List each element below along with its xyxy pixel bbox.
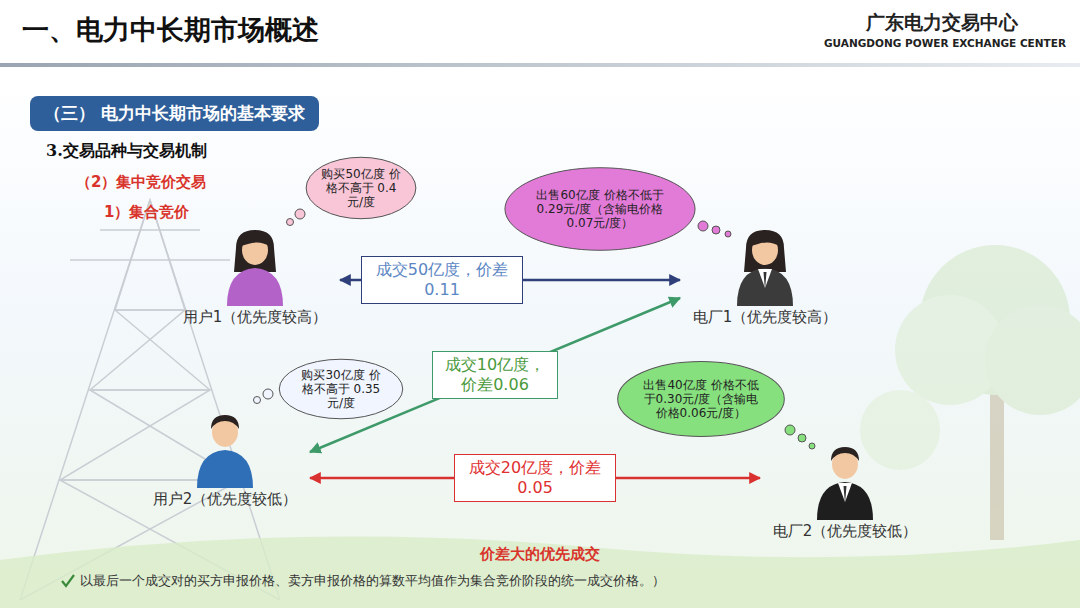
party-caption: 用户2（优先度较低） bbox=[140, 490, 310, 509]
thought-bubble: 购买50亿度 价格不高于 0.4元/度 bbox=[305, 156, 417, 220]
bubble-text: 购买30亿度 价格不高于 0.35元/度 bbox=[296, 368, 387, 410]
subsection-heading: （2）集中竞价交易 bbox=[76, 173, 206, 192]
party-figure: 用户2（优先度较低） bbox=[140, 410, 310, 509]
grass bbox=[0, 536, 1080, 608]
body bbox=[737, 268, 793, 306]
fringe bbox=[751, 234, 779, 246]
body bbox=[817, 482, 873, 520]
tie bbox=[764, 272, 767, 290]
page-title: 一、电力中长期市场概述 bbox=[22, 12, 319, 48]
org-name-en: GUANGDONG POWER EXCHANGE CENTER bbox=[824, 37, 1066, 49]
item-heading: 1）集合竞价 bbox=[104, 203, 189, 222]
trade-label: 成交50亿度，价差0.11 bbox=[361, 256, 523, 304]
party-figure: 电厂2（优先度较低） bbox=[760, 442, 930, 541]
footnote: 以最后一个成交对的买方申报价格、卖方申报价格的算数平均值作为集合竞价阶段的统一成… bbox=[80, 572, 665, 590]
party-figure: 用户1（优先度较高） bbox=[170, 228, 340, 327]
party-caption: 电厂1（优先度较高） bbox=[680, 308, 850, 327]
bubble-text: 出售60亿度 价格不低于0.29元/度（含输电价格0.07元/度） bbox=[530, 188, 670, 230]
bubble-fill bbox=[618, 362, 785, 437]
org-name: 广东电力交易中心 bbox=[866, 10, 1018, 36]
person-icon bbox=[734, 228, 796, 306]
bubble-fill bbox=[306, 157, 416, 218]
trees bbox=[860, 245, 1080, 540]
hair bbox=[211, 415, 239, 429]
trade-label: 成交10亿度，价差0.06 bbox=[432, 351, 558, 399]
section-badge: （三） 电力中长期市场的基本要求 bbox=[30, 96, 319, 131]
bubble-text: 出售40亿度 价格不低于0.30元/度（含输电价格0.06元/度） bbox=[640, 378, 762, 420]
bubble-fill bbox=[505, 168, 695, 251]
person-icon bbox=[194, 410, 256, 488]
head bbox=[752, 235, 778, 265]
sky-ground bbox=[0, 70, 1080, 608]
bubble-text: 购买50亿度 价格不高于 0.4元/度 bbox=[321, 167, 402, 209]
party-caption: 用户1（优先度较高） bbox=[170, 308, 340, 327]
body bbox=[227, 268, 283, 306]
hair bbox=[831, 447, 859, 461]
bubble-fill bbox=[279, 359, 402, 419]
check-mark bbox=[62, 575, 74, 586]
section-heading: 3.交易品种与交易机制 bbox=[46, 141, 207, 162]
hair bbox=[744, 230, 786, 272]
person-icon bbox=[814, 442, 876, 520]
party-figure: 电厂1（优先度较高） bbox=[680, 228, 850, 327]
party-caption: 电厂2（优先度较低） bbox=[760, 522, 930, 541]
head bbox=[242, 235, 268, 265]
tie bbox=[844, 486, 847, 504]
body bbox=[197, 450, 253, 488]
fringe bbox=[241, 234, 269, 246]
trade-label: 成交20亿度，价差0.05 bbox=[454, 454, 616, 502]
thought-bubble: 购买30亿度 价格不高于 0.35元/度 bbox=[278, 358, 404, 420]
rule-note: 价差大的优先成交 bbox=[480, 545, 600, 564]
person-icon bbox=[224, 228, 286, 306]
header-rule bbox=[0, 63, 1080, 67]
thought-bubble: 出售60亿度 价格不低于0.29元/度（含输电价格0.07元/度） bbox=[503, 166, 697, 252]
hair bbox=[234, 230, 276, 272]
thought-dots bbox=[254, 209, 816, 449]
thought-bubble: 出售40亿度 价格不低于0.30元/度（含输电价格0.06元/度） bbox=[616, 360, 786, 438]
badge-text: （三） 电力中长期市场的基本要求 bbox=[44, 102, 305, 125]
